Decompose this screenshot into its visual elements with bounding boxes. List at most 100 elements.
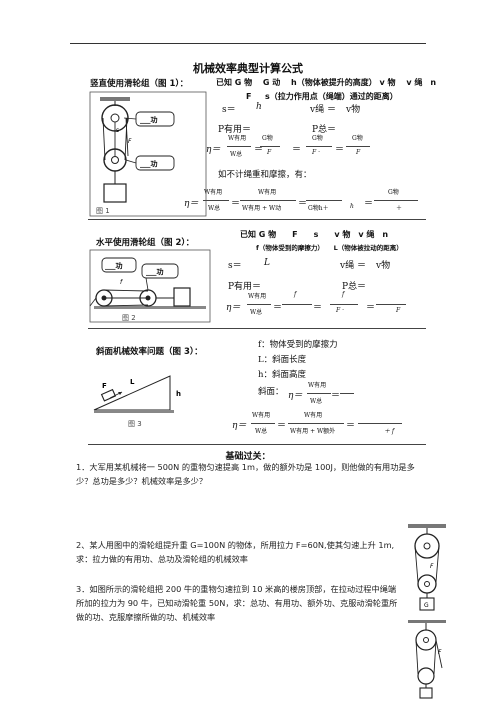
s2-frac-f-1: f (294, 291, 297, 298)
equals-6: ＝ (364, 199, 374, 209)
frac-bar (376, 304, 406, 305)
frac-bar (251, 423, 275, 424)
frac-w-useful: W有用 (228, 135, 247, 142)
formula-v-obj: v物 (346, 105, 361, 115)
frac2-h: h (350, 203, 354, 210)
s2-frac-F-dot: F · (336, 307, 344, 314)
frac-bar (282, 304, 312, 305)
equals-3: ＝ (335, 145, 345, 155)
s2-equals-3: ＝ (366, 303, 376, 313)
s3-equals-1: ＝ (331, 391, 341, 401)
s3-frac2-w-useful: W有用 (252, 412, 271, 419)
s2-frac-F: F (396, 307, 401, 314)
formula-s: s＝ (222, 105, 236, 115)
fig1-s-label: s (116, 127, 119, 134)
equals-5: ＝ (298, 199, 308, 209)
frac2-plus: ＋ (396, 205, 403, 212)
practice-pulley-figure: F G F (408, 524, 446, 699)
frac-bar (240, 200, 296, 201)
note-no-friction: 如不计绳重和摩擦，有： (218, 170, 312, 180)
figure1-pulley-diagram: s F ___功 ___功 图 1 (89, 91, 207, 217)
s3-frac2-w-sum: W有用 + W额外 (290, 428, 336, 435)
s2-equals-1: ＝ (273, 303, 283, 313)
frac-bar (307, 393, 331, 394)
fig1-F-label: F (128, 138, 132, 145)
formula-p-total: P总＝ (312, 125, 337, 135)
s2-formula-p-total: P总＝ (342, 282, 367, 292)
figure3-caption: 图 3 (128, 420, 142, 428)
page-title: 机械效率典型计算公式 (193, 62, 303, 75)
question-1: 1．大军用某机械将一 500N 的重物匀速提高 1m，做的额外功是 100J，则… (76, 462, 415, 486)
section-divider (88, 328, 426, 329)
frac-w-total: W总 (230, 151, 243, 158)
frac2-g-obj: G物 (388, 189, 399, 196)
s3-frac2-w-total: W总 (255, 428, 268, 435)
s3-eta2-symbol: η＝ (232, 421, 247, 431)
s2-frac-f-2: f (342, 291, 345, 298)
s2-equals-2: ＝ (313, 303, 323, 313)
practice-F-label: F (430, 563, 434, 570)
section-divider (88, 444, 426, 445)
frac-F-dot: F · (312, 149, 320, 156)
frac-F-1: F (267, 149, 272, 156)
frac2-w-useful-b: W有用 (258, 189, 277, 196)
figure1-caption: 图 1 (96, 207, 110, 215)
fig1-work-label-1: ___功 (140, 115, 158, 124)
top-rule (70, 43, 426, 44)
frac-bar (306, 146, 332, 147)
fig3-h-label: h (176, 390, 181, 398)
s3-equals-3: ＝ (346, 421, 356, 431)
fig2-work-label-1: ___功 (105, 261, 123, 270)
frac2-w-total: W总 (208, 205, 221, 212)
s3-eta-symbol: η＝ (288, 391, 303, 401)
def-L: L：斜面长度 (258, 355, 307, 365)
s3-frac-w-total: W总 (310, 398, 323, 405)
s3-frac-w-useful: W有用 (308, 382, 327, 389)
practice-G-label: G (424, 602, 429, 609)
s2-formula-L: L (264, 258, 270, 268)
def-f: f：物体受到的摩擦力 (258, 340, 338, 350)
equals-2: ＝ (292, 145, 302, 155)
s3-frac2-w-useful-b: W有用 (304, 412, 323, 419)
s2-formula-v-obj: v物 (376, 261, 391, 271)
slope-label: 斜面： (258, 387, 284, 397)
s2-formula-s: s＝ (228, 261, 242, 271)
section-divider (88, 219, 426, 220)
section3-heading: 斜面机械效率问题（图 3）： (96, 347, 203, 357)
frac-g-obj-2: G物 (312, 135, 323, 142)
frac-bar (203, 200, 229, 201)
s2-frac-w-total: W总 (250, 309, 263, 316)
frac2-w-sum: W有用 + W动 (242, 205, 282, 212)
frac-bar (358, 423, 402, 424)
eta2-symbol: η＝ (184, 199, 199, 209)
question-3: 3．如图所示的滑轮组把 200 牛的重物匀速拉到 10 米高的楼房顶部，在拉动过… (76, 584, 398, 622)
frac-bar (340, 393, 354, 394)
frac-g-obj-3: G物 (352, 135, 363, 142)
section1-heading: 竖直使用滑轮组（图 1）： (90, 79, 189, 89)
question-2: 2、某人用图中的滑轮组提升重 G=100N 的物体，所用拉力 F=60N,使其匀… (76, 540, 395, 564)
section2-given-line2: f（物体受到的摩擦力） L（物体被拉动的距离） (256, 244, 403, 252)
fig2-f-label: f (120, 279, 123, 286)
frac-bar (306, 200, 342, 201)
equals-4: ＝ (231, 199, 241, 209)
formula-h: h (256, 102, 262, 112)
section1-given-line2: F s（拉力作用点（绳端）通过的距离） (246, 92, 398, 101)
frac-bar (247, 304, 271, 305)
figure2-caption: 图 2 (122, 314, 136, 322)
def-h: h：斜面高度 (258, 370, 306, 380)
fig3-L-label: L (130, 378, 135, 386)
s2-formula-v-rope: v绳 ＝ (340, 261, 366, 271)
formula-p-useful: P有用＝ (218, 125, 252, 135)
s3-equals-2: ＝ (277, 421, 287, 431)
eta-symbol: η＝ (206, 145, 221, 155)
frac-bar (330, 304, 358, 305)
frac-F-2: F (356, 149, 361, 156)
figure2-horizontal-pulley: f ___功 ___功 图 2 (89, 249, 211, 323)
s2-eta-symbol: η＝ (226, 303, 241, 313)
section1-given-line1: 已知 G 物 G 动 h（物体被提升的高度） v 物 v 绳 n (216, 78, 437, 87)
s3-plus-f: ＋ f (384, 428, 395, 435)
frac2-w-useful: W有用 (204, 189, 223, 196)
fig3-F-label: F (102, 382, 107, 390)
frac-bar (288, 423, 344, 424)
frac-bar (227, 146, 251, 147)
